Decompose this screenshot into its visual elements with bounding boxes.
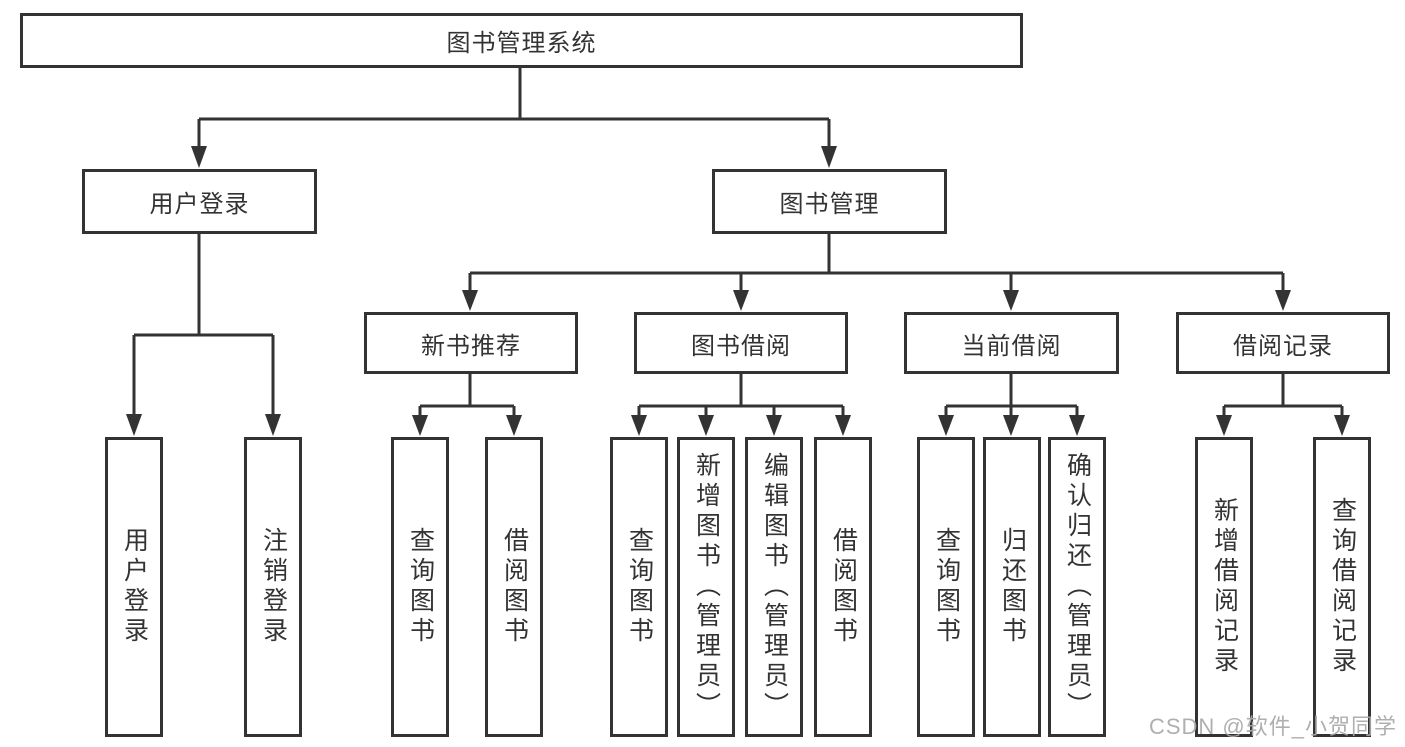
csdn-watermark: CSDN @软件_小贺同学 xyxy=(1148,714,1397,739)
connector-current-borrow-children xyxy=(938,374,1085,436)
connector-book-mgmt-to-level2 xyxy=(462,234,1291,311)
node-book-management: 图书管理 xyxy=(712,169,947,234)
node-borrow-record: 借阅记录 xyxy=(1176,312,1390,374)
leaf-add-borrow-record: 新增借阅记录 xyxy=(1195,437,1253,737)
connector-root-to-level1 xyxy=(191,68,837,168)
node-root-system: 图书管理系统 xyxy=(20,13,1023,68)
leaf-borrow-book-recommend: 借阅图书 xyxy=(485,437,543,737)
leaf-query-book-recommend: 查询图书 xyxy=(391,437,449,737)
node-book-borrow: 图书借阅 xyxy=(634,312,848,374)
leaf-confirm-return-admin: 确认归还（管理员） xyxy=(1048,437,1106,737)
connector-borrow-record-children xyxy=(1216,374,1350,436)
leaf-edit-book-admin: 编辑图书（管理员） xyxy=(745,437,803,737)
leaf-add-book-admin: 新增图书（管理员） xyxy=(677,437,735,737)
leaf-query-book-borrow: 查询图书 xyxy=(610,437,668,737)
leaf-return-book: 归还图书 xyxy=(983,437,1041,737)
leaf-user-login: 用户登录 xyxy=(105,437,163,737)
leaf-borrow-book: 借阅图书 xyxy=(814,437,872,737)
connector-book-borrow-children xyxy=(631,374,851,436)
node-new-book-recommend: 新书推荐 xyxy=(364,312,578,374)
node-user-login: 用户登录 xyxy=(82,169,317,234)
node-current-borrow: 当前借阅 xyxy=(904,312,1119,374)
connector-new-book-children xyxy=(412,374,522,436)
leaf-query-borrow-record: 查询借阅记录 xyxy=(1313,437,1371,737)
connector-user-login-children xyxy=(126,234,281,436)
leaf-query-book-current: 查询图书 xyxy=(917,437,975,737)
leaf-logout: 注销登录 xyxy=(244,437,302,737)
